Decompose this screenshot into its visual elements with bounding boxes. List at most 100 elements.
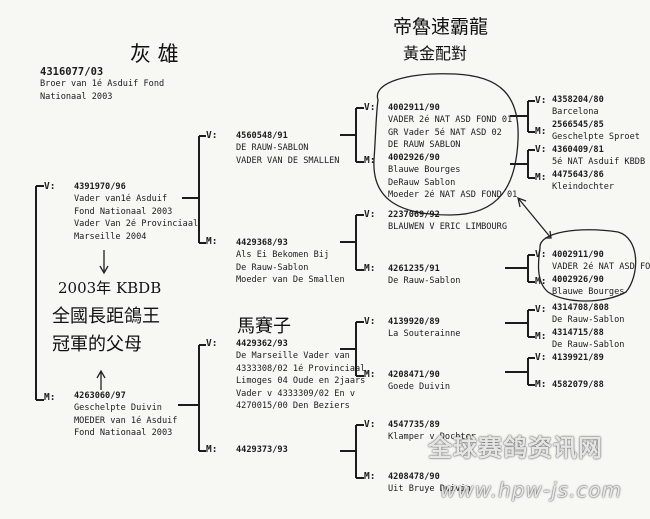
g3-line: Klamper v Dochter xyxy=(388,432,476,443)
g4-entry: 4002911/90 VADER 2é NAT ASD FO xyxy=(552,249,650,274)
g3-line: GR Vader 5é NAT ASD 02 xyxy=(388,127,502,138)
g3-line: DeRauw Sablon xyxy=(388,177,456,188)
g3-ring: 4139920/89 xyxy=(388,317,440,327)
sire-line: Vader Van 2é Provinciaal xyxy=(74,219,199,230)
g3-ring: 4547735/89 xyxy=(388,420,440,430)
sire-sire-ring: 4560548/91 xyxy=(236,131,288,141)
g4-ring: 4002911/90 xyxy=(552,250,604,260)
mother-label: M: xyxy=(535,379,547,390)
father-label: V: xyxy=(535,249,547,260)
g4-line: VADER 2é NAT ASD FO xyxy=(552,262,650,273)
g4-line: Blauwe Bourges xyxy=(552,287,625,298)
champion-note: 冠軍的父母 xyxy=(52,334,142,355)
mother-label: M: xyxy=(206,236,218,247)
g3-ring: 4002911/90 xyxy=(388,103,440,113)
dam-line: Geschelpte Duivin xyxy=(74,403,162,414)
subject-block: 4316077/03 Broer van 1é Asduif Fond Nati… xyxy=(40,66,164,103)
dam-ring: 4263060/97 xyxy=(74,391,126,401)
father-label: V: xyxy=(364,419,376,430)
sire-ring: 4391970/96 xyxy=(74,182,126,192)
champion-note: 2003年 KBDB xyxy=(58,279,162,297)
father-label: V: xyxy=(535,95,547,106)
g3-entry: 4002911/90 VADER 2é NAT ASD FOND 01 GR V… xyxy=(388,102,512,152)
mother-label: M: xyxy=(535,276,547,287)
g4-entry: 4475643/86 Kleindochter xyxy=(552,169,614,194)
g3-line: Blauwe Bourges xyxy=(388,165,461,176)
subject-line: Nationaal 2003 xyxy=(40,91,113,102)
g4-entry: 4314708/808 De Rauw-Sablon xyxy=(552,302,624,327)
sire-dam-ring: 4429368/93 xyxy=(236,238,288,248)
sire-dam-block: 4429368/93 Als Ei Bekomen Bij De Rauw-Sa… xyxy=(236,237,345,287)
g4-entry: 4139921/89 xyxy=(552,352,604,364)
champion-title-note: 帝魯速霸龍 xyxy=(393,16,489,38)
dam-line: MOEDER van 1é Asduif xyxy=(74,415,178,426)
dam-sire-line: 4333308/02 1é Provinciaal xyxy=(236,363,366,374)
mother-label: M: xyxy=(364,263,376,274)
g3-line: BLAUWEN V ERIC LIMBOURG xyxy=(388,222,507,233)
father-label: V: xyxy=(44,181,56,192)
g4-ring: 4475643/86 xyxy=(552,170,604,180)
g4-ring: 4314715/88 xyxy=(552,328,604,338)
g4-entry: 4314715/88 De Rauw-Sablon xyxy=(552,327,624,352)
watermark-site-name: 全球赛鸽资讯网 xyxy=(428,434,603,462)
champion-note: 全國長距鴿王 xyxy=(52,306,160,327)
g4-ring: 4360409/81 xyxy=(552,145,604,155)
g3-line: Moeder 2é NAT ASD FOND 01 xyxy=(388,190,518,201)
subject-ring: 4316077/03 xyxy=(40,66,104,78)
g3-entry: 4208471/90 Goede Duivin xyxy=(388,369,450,394)
g3-ring: 2237069/92 xyxy=(388,210,440,220)
dam-sire-line: 4270015/00 Den Beziers xyxy=(236,401,350,412)
sire-line: Fond Nationaal 2003 xyxy=(74,206,173,217)
g4-line: 5é NAT Asduif KBDB xyxy=(552,157,646,168)
g3-line: Uit Bruye Duivin xyxy=(388,484,471,495)
golden-pair-note: 黃金配對 xyxy=(403,44,468,63)
g4-ring: 4314708/808 xyxy=(552,303,609,313)
father-label: V: xyxy=(535,144,547,155)
g3-line: VADER 2é NAT ASD FOND 01 xyxy=(388,115,513,126)
father-label: V: xyxy=(535,304,547,315)
father-label: V: xyxy=(535,352,547,363)
subject-line: Broer van 1é Asduif Fond xyxy=(40,79,165,90)
dam-sire-ring: 4429362/93 xyxy=(236,339,288,349)
sire-sire-line: VADER VAN DE SMALLEN xyxy=(236,155,340,166)
sire-dam-line: De Rauw-Sablon xyxy=(236,262,309,273)
g3-line: Goede Duivin xyxy=(388,382,451,393)
dam-sire-line: Limoges 04 Oude en 2jaars xyxy=(236,376,366,387)
g3-ring: 4261235/91 xyxy=(388,264,440,274)
g3-entry: 4208478/90 Uit Bruye Duivin xyxy=(388,471,471,496)
mother-label: M: xyxy=(535,126,547,137)
g3-line: La Souterainne xyxy=(388,329,461,340)
dam-sire-line: Vader v 4333309/02 En v xyxy=(236,388,355,399)
mother-label: M: xyxy=(535,172,547,183)
g4-line: Geschelpte Sproet xyxy=(552,132,640,143)
dam-dam-block: 4429373/93 xyxy=(236,444,288,456)
father-label: V: xyxy=(206,130,218,141)
dam-sire-block: 4429362/93 De Marseille Vader van 433330… xyxy=(236,338,365,412)
g4-ring: 4358204/80 xyxy=(552,95,604,105)
mother-label: M: xyxy=(364,471,376,482)
sire-dam-line: Als Ei Bekomen Bij xyxy=(236,250,330,261)
father-label: V: xyxy=(364,316,376,327)
sire-sire-line: DE RAUW-SABLON xyxy=(236,143,309,154)
father-label: V: xyxy=(206,338,218,349)
g3-ring: 4208478/90 xyxy=(388,472,440,482)
father-label: V: xyxy=(364,209,376,220)
sire-line: Marseille 2004 xyxy=(74,231,147,242)
mother-label: M: xyxy=(206,444,218,455)
g3-entry: 2237069/92 BLAUWEN V ERIC LIMBOURG xyxy=(388,209,507,234)
gender-note: 灰 雄 xyxy=(130,42,179,66)
g3-entry: 4547735/89 Klamper v Dochter xyxy=(388,419,476,444)
g3-entry: 4139920/89 La Souterainne xyxy=(388,316,460,341)
g4-entry: 4582079/88 xyxy=(552,379,604,391)
sire-dam-line: Moeder van De Smallen xyxy=(236,275,345,286)
dam-line: Fond Nationaal 2003 xyxy=(74,428,173,439)
g4-ring: 4139921/89 xyxy=(552,353,604,363)
mother-label: M: xyxy=(535,331,547,342)
g3-ring: 4002926/90 xyxy=(388,153,440,163)
g4-entry: 4002926/90 Blauwe Bourges xyxy=(552,274,624,299)
g4-line: Barcelona xyxy=(552,107,599,118)
g4-ring: 4002926/90 xyxy=(552,275,604,285)
mother-label: M: xyxy=(44,392,56,403)
